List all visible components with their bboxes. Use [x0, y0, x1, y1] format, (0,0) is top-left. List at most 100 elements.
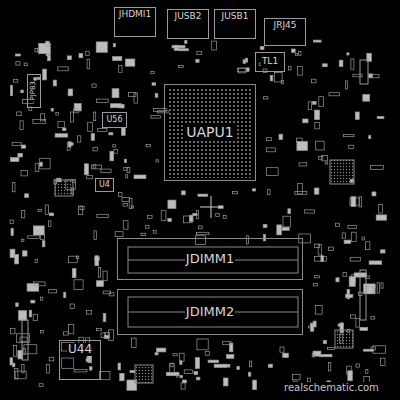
- smd-part: [321, 256, 324, 262]
- smd-part: [359, 197, 362, 207]
- smd-part: [130, 371, 135, 373]
- smd-part: [145, 225, 149, 228]
- smd-part: [63, 332, 68, 335]
- smd-part: [315, 256, 327, 261]
- smd-part: [55, 134, 68, 137]
- smd-part: [181, 383, 185, 389]
- smd-part: [212, 41, 217, 50]
- chip-balls: [330, 160, 354, 184]
- smd-part: [21, 145, 25, 148]
- smd-part: [263, 224, 267, 227]
- chip-balls: [55, 180, 73, 196]
- smd-part: [369, 136, 371, 139]
- smd-part: [223, 215, 226, 218]
- smd-part: [168, 218, 172, 221]
- smd-part: [227, 355, 234, 359]
- smd-part: [318, 157, 323, 160]
- smd-part: [10, 358, 13, 365]
- smd-part: [313, 284, 317, 286]
- smd-part: [40, 158, 50, 169]
- smd-part: [172, 46, 185, 48]
- smd-part: [365, 242, 370, 250]
- component-outline: PJP83: [27, 74, 41, 108]
- smd-part: [208, 360, 219, 362]
- smd-part: [97, 214, 109, 217]
- smd-part: [35, 259, 37, 262]
- smd-part: [314, 276, 319, 278]
- smd-part: [68, 256, 77, 263]
- smd-part: [49, 289, 57, 293]
- component-outline: JUSB1: [214, 9, 256, 39]
- smd-part: [151, 72, 154, 74]
- smd-part: [119, 65, 122, 72]
- smd-part: [127, 168, 130, 173]
- smd-part: [10, 249, 15, 257]
- smd-part: [20, 121, 23, 130]
- smd-part: [25, 194, 29, 198]
- smd-part: [94, 112, 96, 121]
- smd-part: [40, 162, 43, 166]
- smd-part: [250, 361, 252, 367]
- component-outline: UAPU1: [164, 84, 256, 181]
- smd-part: [98, 268, 100, 278]
- part-designator: JDIMM1: [185, 252, 235, 266]
- smd-part: [377, 283, 380, 293]
- component-outline: JDIMM1: [117, 238, 303, 280]
- smd-part: [292, 49, 296, 52]
- watermark: realschematic.com: [284, 382, 379, 393]
- edge-connectors: [22, 60, 368, 360]
- smd-part: [239, 68, 246, 73]
- part-designator: U56: [105, 116, 123, 125]
- smd-part: [27, 284, 39, 292]
- smd-part: [297, 142, 308, 151]
- smd-part: [314, 188, 319, 194]
- smd-part: [277, 225, 282, 235]
- smd-part: [111, 104, 122, 108]
- smd-part: [323, 340, 326, 343]
- part-designator: U4: [98, 181, 111, 190]
- smd-part: [322, 156, 328, 161]
- smd-part: [180, 376, 182, 378]
- smd-part: [120, 373, 124, 380]
- smd-part: [35, 164, 39, 172]
- smd-part: [316, 141, 325, 150]
- smd-part: [74, 370, 87, 372]
- smd-part: [315, 306, 322, 315]
- smd-part: [46, 41, 50, 46]
- smd-part: [168, 200, 176, 208]
- smd-part: [295, 53, 297, 55]
- smd-part: [74, 280, 83, 290]
- smd-part: [14, 369, 18, 379]
- smd-part: [114, 150, 118, 154]
- smd-part: [270, 75, 273, 81]
- smd-part: [33, 314, 37, 320]
- smd-part: [304, 210, 314, 213]
- smd-part: [33, 119, 46, 123]
- smd-part: [348, 371, 353, 381]
- smd-part: [100, 372, 110, 380]
- smd-part: [170, 363, 175, 373]
- smd-part: [376, 215, 386, 220]
- smd-part: [84, 164, 88, 175]
- smd-part: [91, 133, 94, 140]
- smd-part: [134, 175, 146, 179]
- smd-part: [112, 89, 119, 98]
- component-outline: TL1: [255, 52, 285, 72]
- smd-part: [38, 210, 41, 212]
- smd-part: [351, 315, 356, 318]
- smd-part: [96, 42, 107, 52]
- smd-part: [153, 231, 156, 234]
- component-outline: JUSB2: [167, 9, 209, 39]
- smd-part: [146, 145, 151, 147]
- smd-part: [103, 271, 107, 280]
- smd-part: [123, 204, 127, 207]
- smd-part: [90, 367, 93, 370]
- smd-part: [347, 53, 349, 55]
- smd-part: [197, 377, 200, 380]
- bga-balls: [167, 87, 253, 178]
- smd-part: [360, 327, 368, 330]
- smd-part: [355, 112, 359, 119]
- smd-part: [87, 59, 89, 69]
- smd-part: [303, 119, 308, 123]
- smd-part: [266, 168, 278, 176]
